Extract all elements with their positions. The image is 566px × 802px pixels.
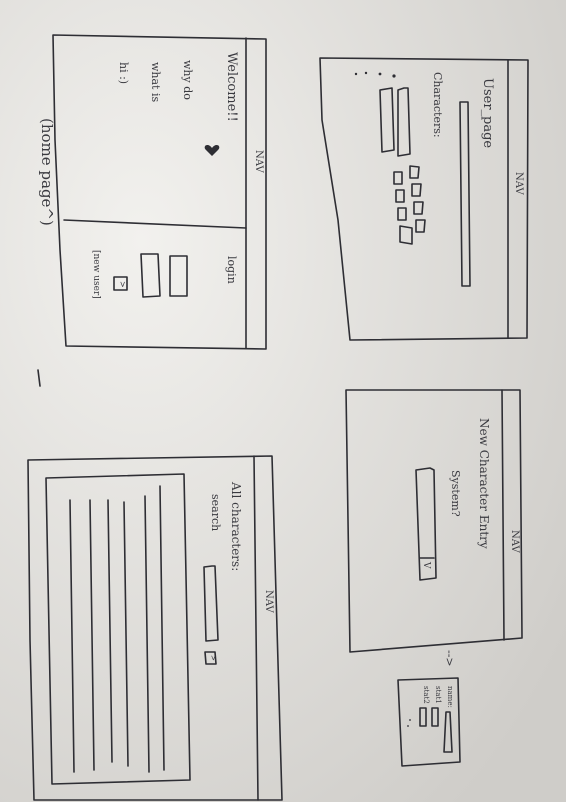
login-submit-button	[113, 276, 128, 291]
character-list-row	[89, 499, 95, 771]
search-input	[203, 565, 219, 642]
home-line-what: what is	[149, 62, 162, 102]
stats-stat2-label: stat2	[422, 686, 430, 704]
character-card-2	[379, 87, 395, 153]
user-page-title: User_page	[480, 78, 495, 148]
character-card-add	[399, 225, 413, 245]
home-login-label: login	[225, 256, 238, 284]
flow-arrow: -->	[443, 650, 456, 667]
all-characters-frame	[27, 455, 283, 801]
character-thumbnails-row-1	[409, 165, 426, 233]
character-thumbnails-row-2	[393, 171, 407, 221]
new-character-nav-divider	[501, 389, 505, 641]
svg-text:>: >	[209, 655, 217, 661]
character-list-row	[144, 495, 150, 773]
search-button	[204, 651, 217, 665]
character-card-1	[397, 87, 411, 157]
stats-name-label: name:	[446, 686, 454, 708]
characters-label: Characters:	[431, 72, 444, 138]
stats-stat2-field	[419, 707, 427, 727]
stats-card-frame	[397, 677, 461, 767]
system-dropdown	[415, 467, 437, 581]
home-content-divider	[63, 219, 247, 229]
new-character-sketch: NAV New Character Entry System? V -->	[345, 389, 523, 667]
pen-mark	[37, 369, 41, 387]
user-nav-label: NAV	[513, 172, 524, 195]
system-dropdown-value: V	[421, 561, 431, 569]
all-characters-nav-label: NAV	[263, 590, 274, 613]
home-line-hi: hi :)	[117, 62, 130, 84]
character-list-box	[45, 473, 191, 785]
user-page-sketch: NAV User_page Characters:	[319, 57, 529, 341]
new-user-link: [new user]	[91, 250, 101, 299]
home-page-frame	[52, 34, 267, 350]
new-character-nav-label: NAV	[509, 530, 520, 553]
home-page-sketch: NAV Welcome!! why do what is hi :) login…	[38, 34, 267, 350]
stats-card-sketch: name: stat1 stat2	[397, 677, 461, 767]
heart-icon	[204, 144, 220, 156]
all-characters-sketch: NAV All characters: search >	[27, 455, 283, 801]
stats-name-field	[443, 711, 453, 753]
search-label: search	[209, 494, 222, 531]
user-page-frame	[319, 57, 529, 341]
home-nav-label: NAV	[253, 150, 264, 173]
character-list-row	[159, 485, 165, 771]
home-welcome-text: Welcome!!	[224, 52, 239, 122]
stats-stat1-label: stat1	[434, 686, 442, 704]
new-character-title: New Character Entry	[477, 418, 491, 549]
home-line-why: why do	[181, 60, 194, 100]
user-profile-bar	[459, 101, 471, 287]
character-list-row	[107, 499, 113, 763]
character-list-row	[69, 499, 75, 773]
home-page-caption: (home page^)	[38, 118, 56, 226]
all-characters-nav-divider	[253, 455, 259, 801]
new-character-frame	[345, 389, 523, 653]
password-field	[140, 253, 161, 298]
stats-stat1-field	[431, 707, 439, 727]
username-field	[169, 255, 188, 297]
system-label: System?	[449, 470, 462, 517]
svg-text:>: >	[118, 281, 127, 288]
character-list-row	[123, 501, 129, 767]
all-characters-title: All characters:	[229, 481, 243, 571]
